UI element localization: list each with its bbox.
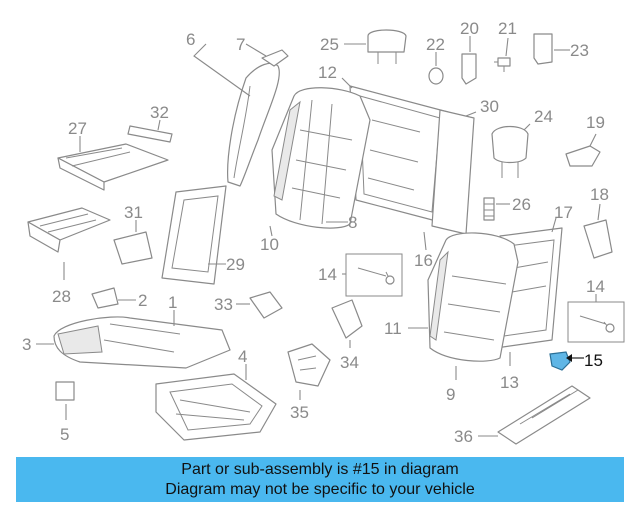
- info-banner: Part or sub-assembly is #15 in diagram D…: [16, 457, 624, 502]
- callout-20: 20: [460, 19, 479, 38]
- part-28-bracket: [27, 207, 111, 253]
- part-1-seat-cushion: [53, 316, 231, 369]
- part-18-bracket: [583, 219, 613, 259]
- part-14-bolt-lower: [567, 301, 625, 343]
- callout-22: 22: [426, 35, 445, 54]
- callout-35: 35: [290, 403, 309, 422]
- part-33-bracket: [249, 291, 283, 319]
- callout-19: 19: [586, 113, 605, 132]
- callout-28: 28: [52, 287, 71, 306]
- callout-12: 12: [318, 63, 337, 82]
- callout-26: 26: [512, 195, 531, 214]
- part-24-headrest: [491, 125, 529, 178]
- callout-6: 6: [186, 30, 195, 49]
- part-25-headrest: [367, 29, 407, 64]
- part-30-back-panel: [431, 109, 475, 235]
- part-23-handle: [533, 33, 553, 65]
- part-5-block: [55, 381, 75, 401]
- part-34-bracket: [331, 299, 363, 339]
- callout-18: 18: [590, 185, 609, 204]
- part-6-side-trim: [227, 62, 280, 187]
- callout-34: 34: [340, 353, 359, 372]
- callout-2: 2: [138, 291, 147, 310]
- exploded-seat-diagram: 6 7 25 22 20 21 23 12 30 16 1: [22, 19, 625, 446]
- callout-23: 23: [570, 41, 589, 60]
- callout-25: 25: [320, 35, 339, 54]
- callout-11: 11: [384, 319, 402, 338]
- callout-14-lower: 14: [586, 277, 605, 296]
- part-31-cover: [113, 231, 153, 265]
- callout-10: 10: [260, 235, 279, 254]
- callout-29: 29: [226, 255, 245, 274]
- part-11-right-cushion: [427, 232, 519, 362]
- callout-21: 21: [498, 19, 517, 38]
- callout-31: 31: [124, 203, 143, 222]
- callout-16: 16: [414, 251, 433, 270]
- callout-14-upper: 14: [318, 265, 337, 284]
- callout-36: 36: [454, 427, 473, 446]
- part-14-bolt-upper: [345, 253, 403, 297]
- callout-32: 32: [150, 103, 169, 122]
- part-35-mount: [287, 343, 331, 387]
- callout-27: 27: [68, 119, 87, 138]
- part-15-highlighted: [549, 351, 571, 371]
- part-2-clip: [91, 287, 119, 309]
- part-29-frame: [161, 185, 227, 285]
- part-4-seat-frame: [155, 373, 277, 441]
- part-32-strip: [127, 125, 173, 143]
- callout-15: 15: [584, 351, 603, 370]
- callout-3: 3: [22, 335, 31, 354]
- callout-1: 1: [168, 293, 177, 312]
- callout-9: 9: [446, 385, 455, 404]
- part-27-armrest: [57, 143, 169, 191]
- callout-4: 4: [238, 347, 247, 366]
- callout-7: 7: [236, 35, 245, 54]
- part-22-cap: [428, 67, 444, 85]
- banner-line-1: Part or sub-assembly is #15 in diagram: [181, 461, 459, 478]
- callout-8: 8: [348, 213, 357, 232]
- part-36-long-cover: [497, 385, 591, 445]
- callout-33: 33: [214, 295, 233, 314]
- callout-17: 17: [554, 203, 573, 222]
- part-7-cap: [261, 49, 289, 67]
- callout-13: 13: [500, 373, 519, 392]
- part-10-backrest-cushion: [271, 87, 371, 229]
- part-19-clip: [565, 145, 601, 167]
- banner-line-2: Diagram may not be specific to your vehi…: [165, 481, 475, 498]
- callout-30: 30: [480, 97, 499, 116]
- callout-24: 24: [534, 107, 553, 126]
- part-21-screw: [494, 57, 511, 72]
- callout-5: 5: [60, 425, 69, 444]
- part-26-screw: [483, 197, 495, 221]
- part-20-latch: [461, 53, 477, 85]
